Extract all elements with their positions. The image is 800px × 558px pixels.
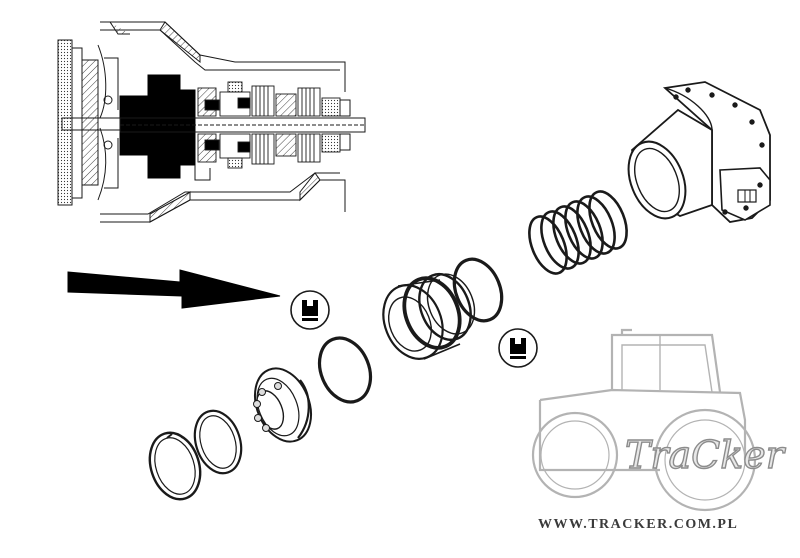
retaining-ring — [193, 409, 243, 475]
ball-bearing — [253, 367, 312, 443]
clutch-housing — [627, 81, 771, 223]
piston — [382, 273, 476, 360]
clutch-hub-block — [119, 74, 196, 179]
o-ring — [317, 336, 373, 404]
grease-cup-icon — [498, 328, 538, 368]
tracker-watermark-logo — [531, 328, 757, 512]
transmission-cross-section — [57, 21, 366, 223]
watermark-url-text: WWW.TRACKER.COM.PL — [538, 517, 738, 532]
circlip-ring — [148, 431, 202, 501]
coil-spring — [528, 190, 628, 275]
watermark-brand-text: TraCker — [625, 433, 787, 477]
o-ring — [452, 257, 504, 323]
arrow-right-icon — [67, 269, 281, 309]
grease-cup-icon — [290, 290, 330, 330]
